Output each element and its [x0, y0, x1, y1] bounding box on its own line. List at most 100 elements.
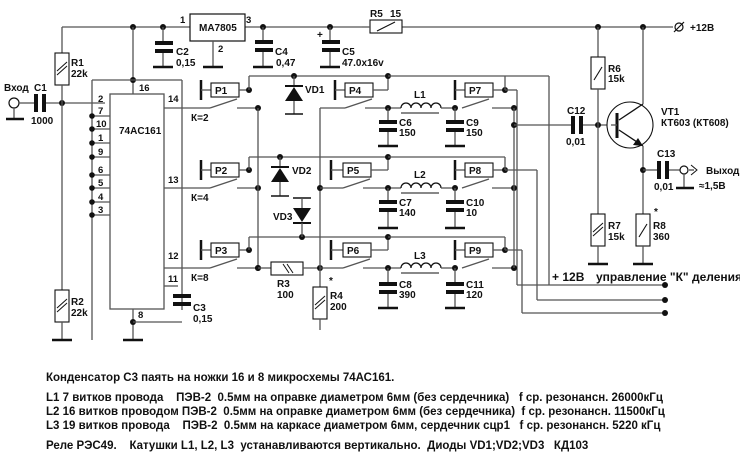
- svg-text:L3: L3: [414, 251, 426, 262]
- svg-text:1000: 1000: [31, 116, 54, 127]
- relay-p5: P5: [320, 154, 391, 189]
- svg-text:1: 1: [98, 133, 104, 144]
- svg-text:P8: P8: [469, 166, 482, 177]
- svg-text:C9: C9: [466, 118, 479, 129]
- note-l1: L1 7 витков провода ПЭВ-2 0.5мм на оправ…: [46, 392, 663, 404]
- ratio-k4: К=4: [191, 193, 209, 204]
- capacitor-c7: C7 140: [378, 188, 416, 230]
- svg-text:360: 360: [653, 232, 670, 243]
- note-l3: L3 19 витков провода ПЭВ-2 0.5мм на карк…: [46, 420, 661, 432]
- svg-text:КТ603 (КТ608): КТ603 (КТ608): [661, 118, 729, 129]
- svg-text:3: 3: [98, 205, 103, 216]
- svg-text:C10: C10: [466, 198, 485, 209]
- capacitor-c12: C12 0,01: [566, 106, 611, 148]
- svg-text:VD1: VD1: [305, 85, 325, 96]
- svg-text:10: 10: [96, 119, 107, 130]
- resistor-r5: R5 15: [362, 9, 403, 34]
- svg-text:7: 7: [98, 106, 103, 117]
- filter-l2: L2: [363, 170, 458, 194]
- svg-text:R3: R3: [277, 279, 290, 290]
- svg-text:4: 4: [98, 192, 104, 203]
- svg-text:R4: R4: [330, 291, 343, 302]
- svg-text:P6: P6: [347, 246, 360, 257]
- svg-text:R1: R1: [71, 58, 84, 69]
- capacitor-c5: + C5 47.0x16v: [317, 27, 384, 69]
- regulator-pin1: 1: [180, 15, 186, 26]
- supply-rail: [62, 24, 673, 30]
- svg-text:C1: C1: [34, 83, 47, 94]
- filter-l3: L3: [363, 251, 458, 274]
- svg-text:11: 11: [168, 274, 179, 285]
- svg-text:12: 12: [168, 251, 179, 262]
- capacitor-c11: C11 120: [445, 268, 484, 310]
- resistor-r7: R7 15k: [588, 213, 625, 266]
- svg-text:200: 200: [330, 302, 347, 313]
- svg-text:P4: P4: [349, 86, 362, 97]
- svg-text:15k: 15k: [608, 232, 625, 243]
- capacitor-c1: C1 1000: [31, 83, 105, 127]
- resistor-r6: R6 15k: [590, 27, 625, 233]
- svg-text:C6: C6: [399, 118, 412, 129]
- svg-text:P1: P1: [215, 86, 228, 97]
- regulator-pin3: 3: [246, 15, 251, 26]
- control-label: управление "К" деления: [596, 270, 740, 284]
- svg-text:C7: C7: [399, 198, 412, 209]
- svg-text:C12: C12: [567, 106, 586, 117]
- svg-text:120: 120: [466, 290, 483, 301]
- svg-text:150: 150: [399, 128, 416, 139]
- diode-vd1: VD1: [285, 76, 325, 115]
- relay-p6: P6: [320, 234, 391, 269]
- capacitor-c9: C9 150: [445, 108, 483, 148]
- relay-p1: P1: [199, 80, 261, 111]
- capacitor-c4: C4 0,47: [253, 27, 296, 69]
- svg-text:P5: P5: [347, 166, 360, 177]
- svg-text:C5: C5: [342, 47, 355, 58]
- ratio-k8: К=8: [191, 273, 209, 284]
- r4-mark: *: [329, 276, 333, 287]
- svg-text:P2: P2: [215, 166, 228, 177]
- svg-text:100: 100: [277, 290, 294, 301]
- svg-text:13: 13: [168, 175, 179, 186]
- svg-text:2: 2: [98, 94, 103, 105]
- regulator-pin2: 2: [218, 44, 223, 55]
- relay-p8: P8: [388, 156, 668, 303]
- svg-text:22k: 22k: [71, 308, 88, 319]
- capacitor-c2: C2 0,15: [153, 27, 196, 69]
- svg-text:R2: R2: [71, 297, 84, 308]
- output-label: Выход: [706, 166, 740, 177]
- svg-text:10: 10: [466, 208, 478, 219]
- svg-text:C4: C4: [275, 47, 288, 58]
- svg-text:140: 140: [399, 208, 416, 219]
- relay-p4: P4: [320, 73, 391, 109]
- svg-text:6: 6: [98, 165, 103, 176]
- relay-p7: P7: [388, 75, 668, 288]
- svg-text:0,15: 0,15: [176, 58, 196, 69]
- svg-text:R7: R7: [608, 221, 621, 232]
- diode-vd3: VD3: [273, 197, 311, 237]
- resistor-r8: * R8 360: [633, 207, 670, 266]
- control-supply-label: + 12В: [552, 270, 585, 284]
- svg-text:0,15: 0,15: [193, 314, 213, 325]
- svg-text:0,01: 0,01: [654, 182, 674, 193]
- supply-label: +12В: [690, 23, 714, 34]
- resistor-r4: * R4 200: [312, 108, 347, 330]
- regulator-ma7805: MA7805 1 3 2: [180, 13, 251, 69]
- svg-text:0,47: 0,47: [276, 58, 296, 69]
- svg-text:R6: R6: [608, 64, 621, 75]
- svg-text:VD3: VD3: [273, 212, 293, 223]
- svg-text:15: 15: [390, 9, 402, 20]
- filter-l1: L1: [365, 90, 458, 114]
- diode-vd2: VD2: [271, 157, 312, 197]
- svg-text:150: 150: [466, 128, 483, 139]
- svg-text:390: 390: [399, 290, 416, 301]
- svg-text:C11: C11: [466, 280, 484, 291]
- ic-name: 74AC161: [119, 126, 162, 137]
- resistor-r1: R1 22k: [54, 27, 88, 103]
- svg-text:9: 9: [98, 147, 103, 158]
- output-level: ≈1,5В: [699, 181, 726, 192]
- input-label: Вход: [4, 83, 29, 94]
- counter-ic-74ac161: 74AC161 16 2 7 10 1 9 6 5 4 3 14 13 12 1…: [89, 27, 210, 342]
- r8-mark: *: [654, 207, 658, 218]
- capacitor-c8: C8 390: [378, 268, 416, 310]
